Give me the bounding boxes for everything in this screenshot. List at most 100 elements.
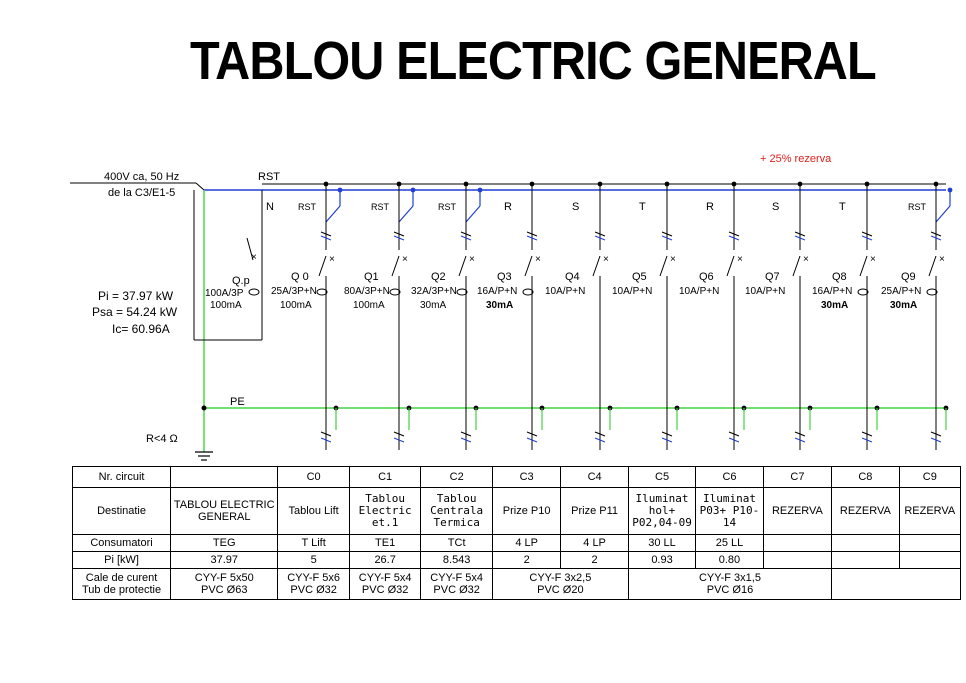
main-breaker-rating: 100A/3P — [205, 288, 244, 299]
breaker-3-contact — [524, 255, 533, 277]
consumer-c6: 25 LL — [695, 534, 764, 552]
breaker-3-rating: 16A/P+N — [477, 286, 517, 297]
power-c5: 0.93 — [627, 551, 697, 569]
main-power: 37.97 — [170, 551, 279, 569]
pe-label: PE — [230, 396, 245, 408]
breaker-2-cable-tick-b — [460, 437, 472, 443]
breaker-6-tick-a — [728, 231, 740, 237]
breaker-4-phase: S — [572, 201, 579, 213]
breaker-5-contact — [659, 255, 668, 277]
reserve-note: + 25% rezerva — [760, 153, 832, 165]
breaker-9-phase: RST — [908, 202, 927, 212]
breaker-7-contact — [792, 255, 801, 277]
breaker-1-trip: × — [402, 254, 408, 265]
breaker-2-tick-a — [460, 231, 472, 237]
breaker-1-tick-a — [393, 231, 405, 237]
circuit-c8: C8 — [831, 466, 900, 488]
main-breaker-symbol: × — [246, 237, 260, 296]
breaker-3-tick-a — [526, 231, 538, 237]
breaker-8-name: Q8 — [832, 271, 847, 283]
breaker-5-rating: 10A/P+N — [612, 286, 652, 297]
breaker-9-rcd-label: 30mA — [890, 300, 917, 311]
breaker-3-rcd-label: 30mA — [486, 300, 513, 311]
breaker-8-tick-b — [861, 235, 873, 241]
breaker-7-phase: S — [772, 201, 779, 213]
breaker-2-rating: 32A/3P+N — [411, 286, 457, 297]
supply-voltage: 400V ca, 50 Hz — [104, 171, 179, 183]
breaker-3-rcd — [522, 288, 534, 296]
breaker-7-tick-a — [794, 231, 806, 237]
breaker-4-contact — [592, 255, 601, 277]
breaker-2-trip: × — [469, 254, 475, 265]
row-circuits: Nr. circuit C0 C1 C2 C3 C4 C5 C6 C7 C8 C… — [71, 466, 962, 488]
breaker-8-cable-tick-b — [861, 437, 873, 443]
breaker-8-contact — [859, 255, 868, 277]
circuit-c9: C9 — [898, 466, 962, 488]
breaker-5-name: Q5 — [632, 271, 647, 283]
breaker-3-cable-tick-a — [526, 431, 538, 437]
destination-c3: Prize P10 — [491, 487, 562, 535]
row-power: Pi [kW] 37.97 5 26.7 8.543 2 2 0.93 0.80 — [71, 551, 962, 569]
breaker-5-tick-b — [661, 235, 673, 241]
breaker-6-phase: R — [706, 201, 714, 213]
breaker-0-tap-bend — [325, 205, 341, 223]
page-title: TABLOU ELECTRIC GENERAL — [190, 31, 877, 91]
breaker-6-cable-tick-b — [728, 437, 740, 443]
breaker-9-tick-a — [930, 231, 942, 237]
main-destination: TABLOU ELECTRIC GENERAL — [170, 487, 279, 535]
power-c2: 8.543 — [420, 551, 493, 569]
circuit-c4: C4 — [560, 466, 629, 488]
circuit-c7: C7 — [762, 466, 833, 488]
breaker-9-trip: × — [939, 254, 945, 265]
total-ic: Ic= 60.96A — [112, 322, 170, 336]
breaker-2-tick-b — [460, 235, 472, 241]
circuit-c0: C0 — [277, 466, 350, 488]
consumer-c0: T Lift — [277, 534, 350, 552]
breaker-2-cable-tick-a — [460, 431, 472, 437]
breaker-7-cable-tick-a — [794, 431, 806, 437]
breaker-1-rcd — [389, 288, 401, 296]
neutral-label: N — [266, 201, 274, 213]
power-c1: 26.7 — [348, 551, 422, 569]
main-consumer: TEG — [170, 534, 279, 552]
breaker-8-trip: × — [870, 254, 876, 265]
breaker-6-tick-b — [728, 235, 740, 241]
main-breaker-rcd: 100mA — [210, 300, 242, 311]
breaker-9-rating: 25A/P+N — [881, 286, 921, 297]
row-consumers: Consumatori TEG T Lift TE1 TCt 4 LP 4 LP… — [71, 534, 962, 552]
breaker-4-tick-b — [594, 235, 606, 241]
total-pi: Pi = 37.97 kW — [98, 289, 174, 303]
breaker-2-phase: RST — [438, 202, 457, 212]
breaker-0-contact — [318, 255, 327, 277]
breaker-7-rating: 10A/P+N — [745, 286, 785, 297]
power-c3: 2 — [491, 551, 562, 569]
circuit-table: Nr. circuit C0 C1 C2 C3 C4 C5 C6 C7 C8 C… — [71, 466, 962, 600]
pe-node — [201, 405, 207, 411]
breaker-9-cable-tick-a — [930, 431, 942, 437]
destination-c0: Tablou Lift — [277, 487, 350, 535]
breaker-6-contact — [726, 255, 735, 277]
breaker-4-trip: × — [603, 254, 609, 265]
breaker-4-rating: 10A/P+N — [545, 286, 585, 297]
breaker-0-phase: RST — [298, 202, 317, 212]
circuit-table-wrap: Nr. circuit C0 C1 C2 C3 C4 C5 C6 C7 C8 C… — [71, 466, 962, 600]
breaker-9-name: Q9 — [901, 271, 916, 283]
breaker-0-cable-tick-b — [320, 437, 332, 443]
circuit-c1: C1 — [348, 466, 422, 488]
destination-c2: Tablou Centrala Termica — [420, 487, 493, 535]
power-c6: 0.80 — [695, 551, 764, 569]
breaker-9-tick-b — [930, 235, 942, 241]
circuit-c2: C2 — [420, 466, 493, 488]
power-c0: 5 — [277, 551, 350, 569]
destination-c4: Prize P11 — [560, 487, 629, 535]
breaker-0-cable-tick-a — [320, 431, 332, 437]
breaker-1-cable-tick-a — [393, 431, 405, 437]
breaker-8-cable-tick-a — [861, 431, 873, 437]
breaker-2-name: Q2 — [431, 271, 446, 283]
supply-line-bend — [195, 182, 205, 191]
consumer-c2: TCt — [420, 534, 493, 552]
breaker-1-rcd-label: 100mA — [353, 300, 385, 311]
